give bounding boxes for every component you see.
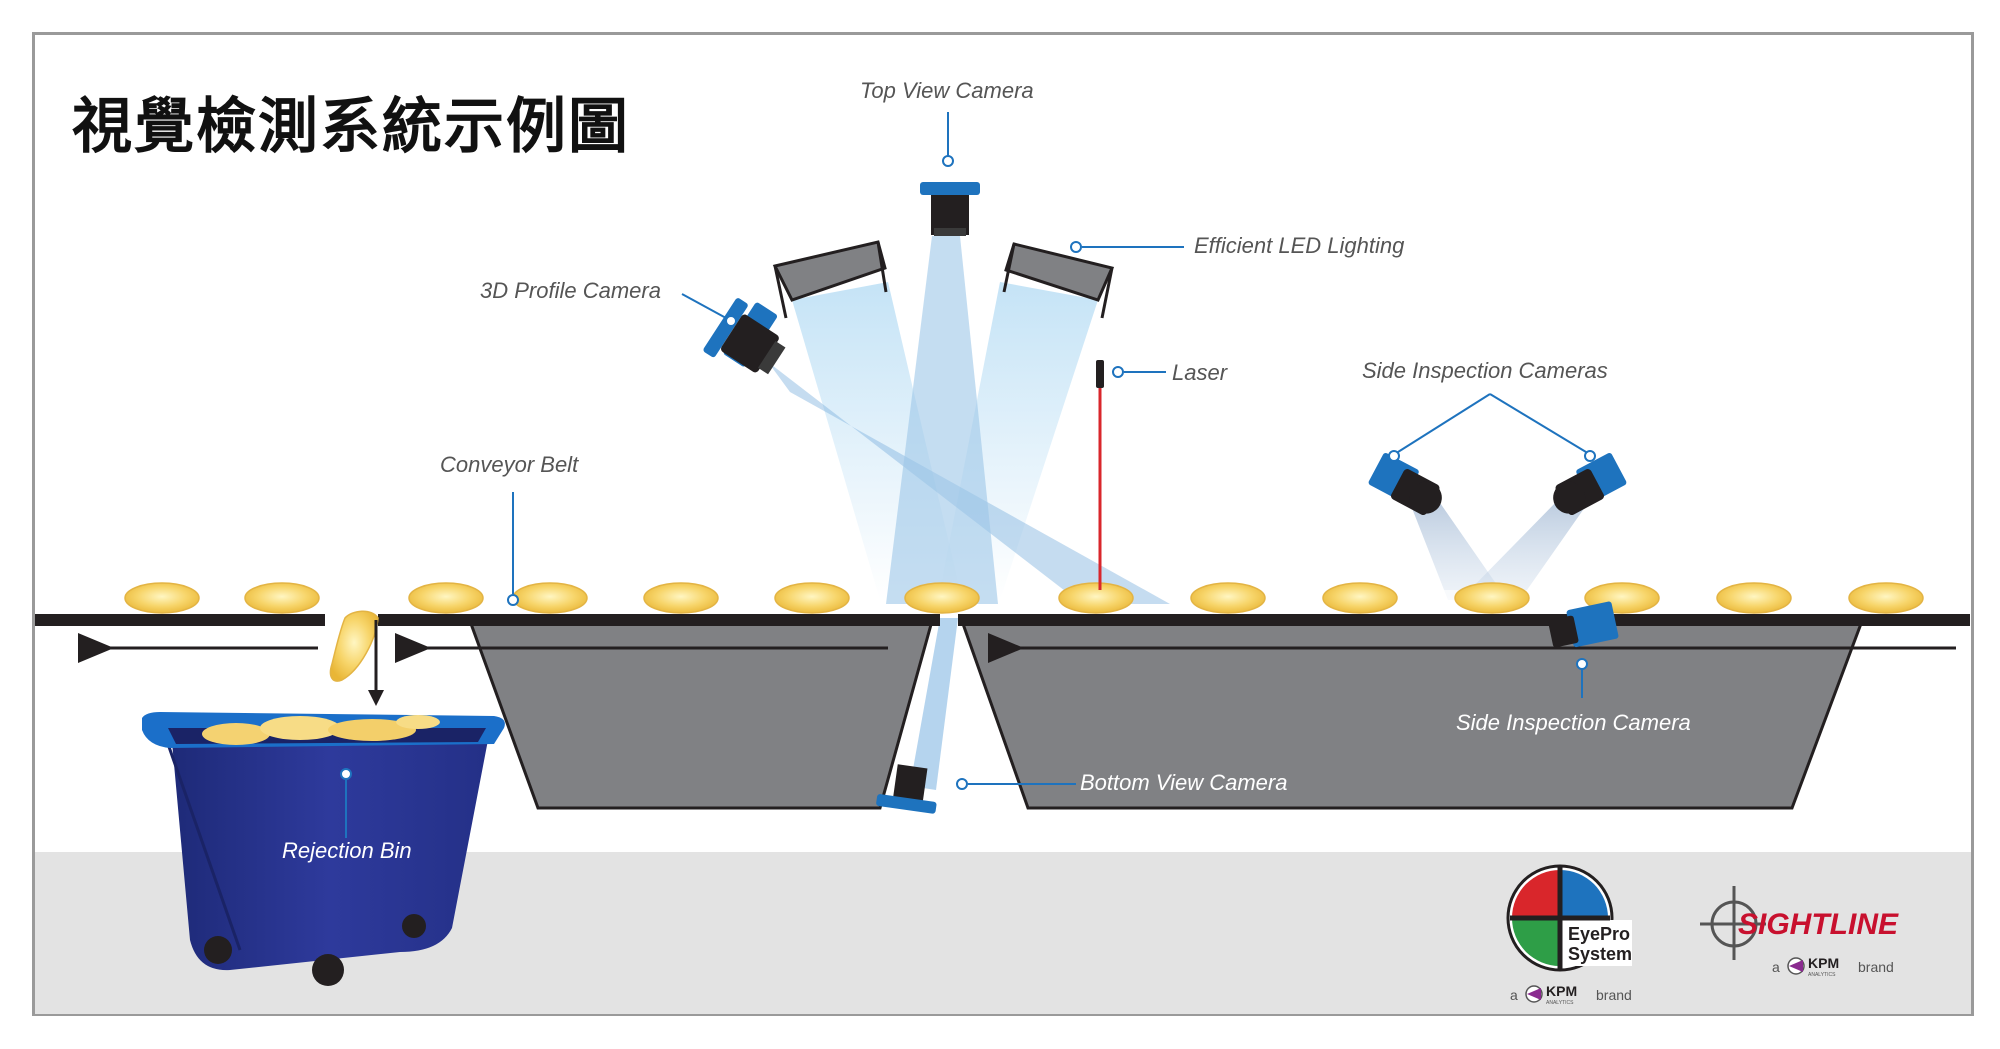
conveyor-belt-main [378,614,940,626]
rejection-bin [142,712,505,986]
rejection-arrowhead [368,690,384,706]
chip [1716,582,1792,614]
sightline-brand-suffix: brand [1858,959,1894,975]
page-title: 視覺檢測系統示例圖 [72,92,630,162]
eyepro-line2: System [1568,944,1632,964]
sightline-kpm: KPM [1808,955,1839,971]
chip [512,582,588,614]
chip [244,582,320,614]
led-light-left-bracket [773,265,788,319]
bottom-camera-label: Bottom View Camera [1080,770,1288,795]
chip [1058,582,1134,614]
rejected-chip [329,610,379,682]
chip [408,582,484,614]
chip [1190,582,1266,614]
diagram-frame [32,32,1974,1016]
bottom-camera-beam [910,618,958,790]
rejection-bin-label: Rejection Bin [282,838,412,863]
top-camera-beam [886,236,998,604]
eyepro-line1: EyePro [1568,924,1630,944]
sightline-brand-prefix: a [1772,959,1780,975]
bottom-view-camera-icon [876,764,937,814]
side-cameras-label: Side Inspection Cameras [1362,358,1608,383]
eyepro-kpm: KPM [1546,983,1577,999]
leader-lines [340,112,1596,838]
chip [1454,582,1530,614]
led-light-left-icon [772,240,887,302]
eyepro-kpm-sub: ANALYTICS [1546,1000,1574,1006]
laser-label: Laser [1172,360,1228,385]
conveyor-belt-right [958,614,1970,626]
sightline-crosshair-icon [1700,886,1766,960]
profile-camera-body [703,298,786,375]
led-light-left-bracket [876,241,888,293]
chip [1848,582,1924,614]
side-camera-right-icon [1553,452,1627,516]
profile-camera-label: 3D Profile Camera [480,278,661,303]
eyepro-brand-suffix: brand [1596,987,1632,1003]
top-view-camera-icon [920,182,980,236]
kpm-logo-icon [1525,985,1543,1003]
laser-icon [1096,360,1104,388]
chip [774,582,850,614]
side-camera-beam-left [1408,498,1506,600]
sightline-kpm-sub: ANALYTICS [1808,972,1836,978]
sightline-wordmark: SIGHTLINE [1738,908,1899,941]
side-camera-beam-right [1462,498,1590,600]
eyepro-logo-icon [1506,864,1632,972]
chip [124,582,200,614]
led-light-right-bracket [1100,267,1114,319]
eyepro-brand-prefix: a [1510,987,1518,1003]
chips [124,582,1924,614]
kpm-logo-icon [1787,957,1805,975]
conveyor-belt-left [35,614,325,626]
chip [904,582,980,614]
led-light-right-icon [1004,242,1115,302]
chip [643,582,719,614]
side-camera-left-icon [1368,452,1442,516]
top-view-camera-label: Top View Camera [860,78,1034,103]
side-camera-label: Side Inspection Camera [1456,710,1691,735]
led-lighting-label: Efficient LED Lighting [1194,233,1405,258]
chip [1322,582,1398,614]
led-light-right-bracket [1002,243,1016,293]
side-camera-lower-icon [1548,601,1619,648]
conveyor-belt-label: Conveyor Belt [440,452,579,477]
